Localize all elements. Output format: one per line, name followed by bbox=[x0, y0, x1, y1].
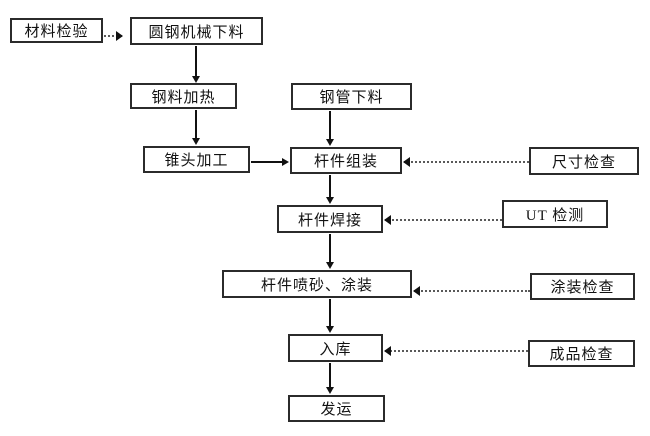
node-dimension-check: 尺寸检查 bbox=[529, 147, 639, 175]
arrow-painting-to-warehousing bbox=[326, 299, 334, 333]
node-steel-pipe-cutting: 钢管下料 bbox=[291, 83, 412, 110]
arrow-heating-to-cone-head bbox=[192, 110, 200, 145]
dotted-arrow-ut-testing-to-welding bbox=[384, 215, 502, 225]
arrow-assembly-to-welding bbox=[326, 175, 334, 204]
arrow-warehousing-to-shipping bbox=[326, 363, 334, 394]
node-shipping: 发运 bbox=[288, 395, 385, 422]
dotted-arrow-finished-check-to-warehousing bbox=[384, 346, 528, 356]
arrow-round-steel-to-heating bbox=[192, 46, 200, 83]
dotted-arrow-material-inspection-to-cutting bbox=[104, 31, 123, 41]
node-cone-head-processing: 锥头加工 bbox=[143, 146, 250, 173]
node-painting-check: 涂装检查 bbox=[530, 273, 635, 300]
node-material-inspection: 材料检验 bbox=[10, 18, 103, 43]
node-finished-check: 成品检查 bbox=[528, 340, 635, 367]
node-sandblast-painting: 杆件喷砂、涂装 bbox=[222, 270, 412, 298]
node-member-assembly: 杆件组装 bbox=[290, 147, 402, 174]
arrow-pipe-cutting-to-assembly bbox=[326, 111, 334, 146]
dotted-arrow-painting-check-to-painting bbox=[413, 286, 530, 296]
node-warehousing: 入库 bbox=[288, 334, 383, 362]
node-member-welding: 杆件焊接 bbox=[277, 205, 383, 233]
node-round-steel-cutting: 圆钢机械下料 bbox=[130, 17, 263, 45]
arrow-welding-to-painting bbox=[326, 234, 334, 269]
arrow-cone-head-to-assembly bbox=[251, 158, 289, 166]
node-ut-testing: UT 检测 bbox=[502, 200, 608, 228]
dotted-arrow-dimension-check-to-assembly bbox=[403, 157, 529, 167]
node-steel-heating: 钢料加热 bbox=[130, 83, 237, 109]
